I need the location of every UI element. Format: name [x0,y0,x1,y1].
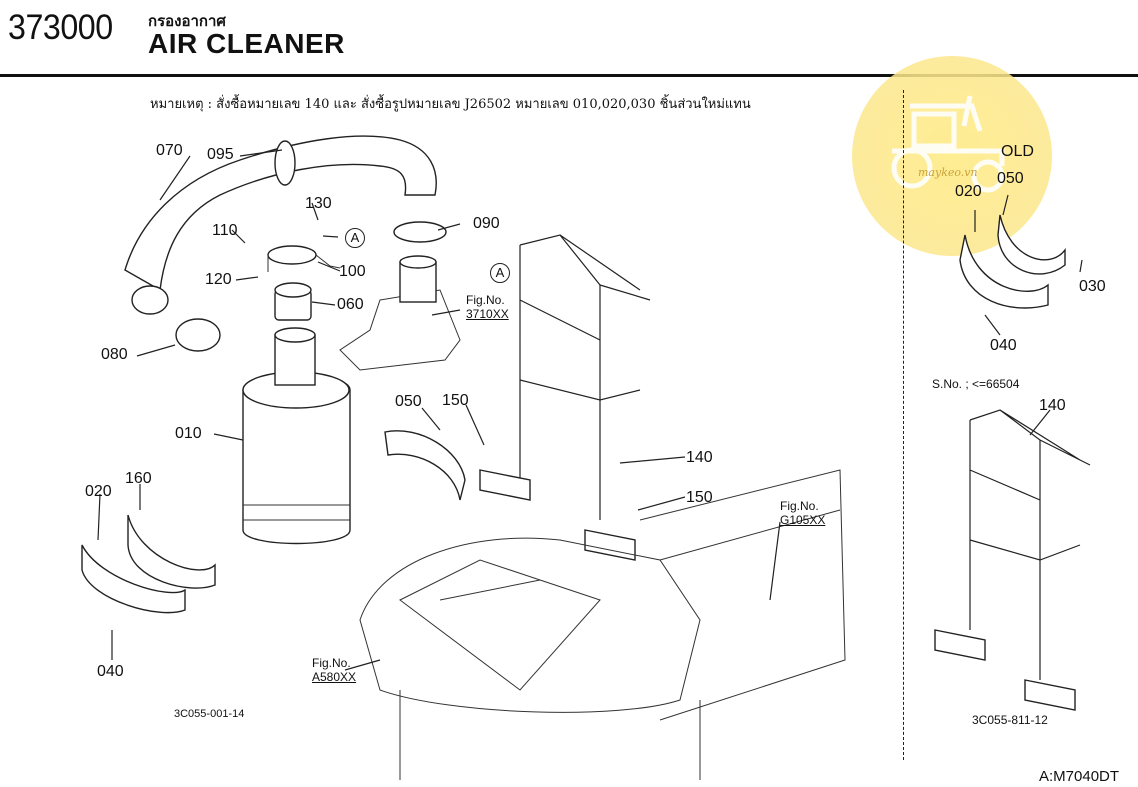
side-callout-020: 020 [955,183,982,200]
callout-040: 040 [97,663,124,680]
section-divider [903,90,904,760]
fig-ref-g105xx-label: Fig.No. [780,499,819,513]
drawing-id-side: 3C055-811-12 [972,713,1048,727]
band-020-drawing [81,544,186,614]
fig-ref-3710xx-number: 3710XX [466,307,509,321]
side-callout-040: 040 [990,337,1017,354]
callout-120: 120 [205,271,232,288]
fig-ref-g105xx: Fig.No. G105XX [780,499,825,527]
floor-plate-drawing [359,537,701,713]
band-050-drawing [384,430,466,501]
tractor-icon [891,95,1005,193]
callout-020: 020 [85,483,112,500]
callout-110: 110 [212,222,238,239]
clamp-095-drawing [274,140,296,186]
model-reference: A:M7040DT [1039,768,1120,785]
watermark-logo [852,56,1052,256]
part-group-code: 373000 [8,8,113,47]
callout-160: 160 [125,470,152,487]
callout-070: 070 [156,142,183,159]
order-note: หมายเหตุ : สั่งซื้อหมายเลข 140 และ สั่งซ… [150,97,751,112]
callout-090: 090 [473,215,500,232]
drawing-id-main: 3C055-001-14 [174,708,245,720]
side-callout-030: 030 [1079,278,1106,295]
side-band-050-drawing [997,214,1066,275]
side-callout-050: 050 [997,170,1024,187]
header-divider [0,74,1138,77]
callout-100: 100 [339,263,366,280]
side-callout-140: 140 [1039,397,1066,414]
callout-150-top: 150 [442,392,469,409]
fig-ref-3710xx-label: Fig.No. [466,293,505,307]
bracket-100-drawing [267,245,317,265]
callout-010: 010 [175,425,202,442]
callout-a-circle-bracket: A [490,263,510,283]
side-band-020-drawing [959,234,1049,309]
callout-a-circle: A [345,228,365,248]
fig-ref-3710xx: Fig.No. 3710XX [466,293,509,321]
callout-080: 080 [101,346,128,363]
fig-ref-a580xx-number: A580XX [312,670,357,684]
bracket-140-drawing [519,234,651,520]
title-thai: กรองอากาศ [148,13,226,30]
band-160-drawing [127,514,216,589]
callout-095: 095 [207,146,234,163]
fig-ref-a580xx: Fig.No. A580XX [312,656,356,684]
clamp-090-drawing [393,221,447,243]
fig-ref-a580xx-label: Fig.No. [312,656,351,670]
watermark-text: maykeo.vn [918,166,978,179]
frame-g105-drawing [399,469,846,780]
fig-ref-g105xx-number: G105XX [780,513,826,527]
clamp-080-drawing [175,318,221,352]
serial-note: S.No. ; <=66504 [932,377,1020,391]
hose-070-end [131,285,169,315]
callout-060: 060 [337,296,364,313]
callout-130: 130 [305,195,332,212]
side-bracket-140-drawing [969,409,1091,680]
old-label: OLD [1001,143,1034,160]
callout-150-bottom: 150 [686,489,713,506]
title-english: AIR CLEANER [148,28,345,59]
callout-140: 140 [686,449,713,466]
callout-050: 050 [395,393,422,410]
